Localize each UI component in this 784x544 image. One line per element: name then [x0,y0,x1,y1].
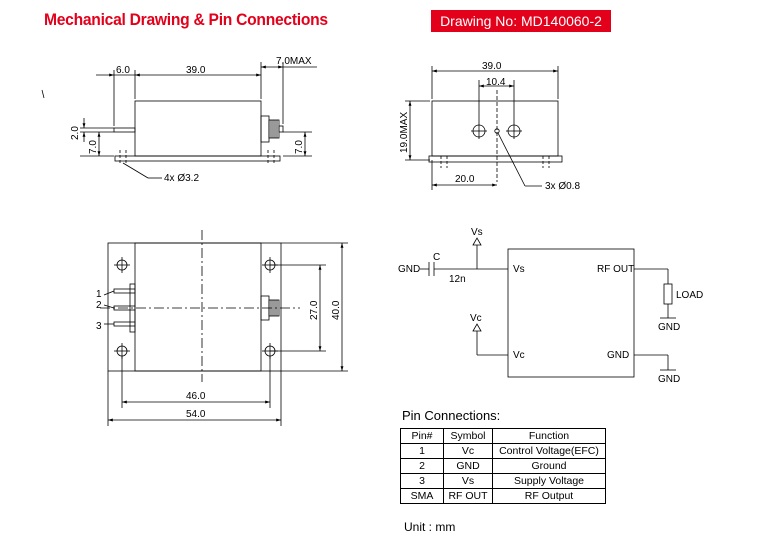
side-view [41,62,317,179]
schem-cap-label: C [433,252,440,263]
cell-pin: SMA [400,488,444,504]
pin-label-1: 1 [96,289,102,300]
cell-function: Control Voltage(EFC) [492,443,606,459]
table-header-row: Pin# Symbol Function [400,428,606,444]
table-row: SMA RF OUT RF Output [400,488,606,504]
pin-label-2: 2 [96,300,102,311]
schem-cap-value: 12n [449,274,466,285]
holes-note: 4x Ø3.2 [164,173,199,184]
top-view [100,230,348,426]
table-row: 2 GND Ground [400,458,606,474]
schem-vc-top: Vc [470,313,482,324]
oscillator-block [507,248,635,378]
dim-end-height: 19.0MAX [399,112,410,153]
schem-vs-pin: Vs [513,264,525,275]
table-row: 3 Vs Supply Voltage [400,473,606,489]
cell-function: Ground [492,458,606,474]
end-view-body [431,100,559,157]
dim-end-pitch: 10.4 [486,77,506,88]
cell-pin: 1 [400,443,444,459]
schem-gnd-load: GND [658,322,680,333]
dim-top-outer-h: 40.0 [331,300,342,320]
pin-connections-table: Pin# Symbol Function 1 Vc Control Voltag… [400,428,606,504]
schem-gnd-left: GND [398,264,420,275]
side-view-flange [114,155,281,162]
schem-load: LOAD [676,290,703,301]
dim-side-height-left: 7.0 [88,140,99,154]
schem-rf-out: RF OUT [597,264,634,275]
cell-function: RF Output [492,488,606,504]
dim-end-width: 39.0 [482,61,502,72]
drawing-number-badge: Drawing No: MD140060-2 [431,10,611,32]
dim-top-outer-w: 54.0 [186,409,206,420]
cell-function: Supply Voltage [492,473,606,489]
cell-symbol: Vc [443,443,493,459]
schem-gnd-bottom: GND [658,374,680,385]
schem-vs-top: Vs [471,227,483,238]
dim-side-flange: 2.0 [70,126,81,140]
end-view [405,66,563,190]
schem-gnd-pin: GND [607,350,629,361]
unit-note: Unit : mm [404,520,456,534]
dim-top-inner-h: 27.0 [309,300,320,320]
cell-pin: 3 [400,473,444,489]
top-view-body [134,242,262,372]
pin-connections-heading: Pin Connections: [402,408,501,423]
dim-top-inner-w: 46.0 [186,391,206,402]
pins-note: 3x Ø0.8 [545,181,580,192]
top-view-flange [107,242,282,372]
cell-pin: 2 [400,458,444,474]
load-resistor [663,283,673,305]
cell-symbol: Vs [443,473,493,489]
table-row: 1 Vc Control Voltage(EFC) [400,443,606,459]
page-title: Mechanical Drawing & Pin Connections [44,10,328,29]
cell-symbol: RF OUT [443,488,493,504]
header-pin: Pin# [400,428,444,444]
dim-side-left: 6.0 [116,65,130,76]
pin-label-3: 3 [96,321,102,332]
dim-side-body: 39.0 [186,65,206,76]
dim-side-max: 7.0MAX [276,56,312,67]
dim-end-offset: 20.0 [455,174,475,185]
cell-symbol: GND [443,458,493,474]
schematic [420,237,676,378]
header-symbol: Symbol [443,428,493,444]
schem-vc-pin: Vc [513,350,525,361]
header-function: Function [492,428,606,444]
dim-side-height-right: 7.0 [294,140,305,154]
side-view-body [134,100,262,157]
